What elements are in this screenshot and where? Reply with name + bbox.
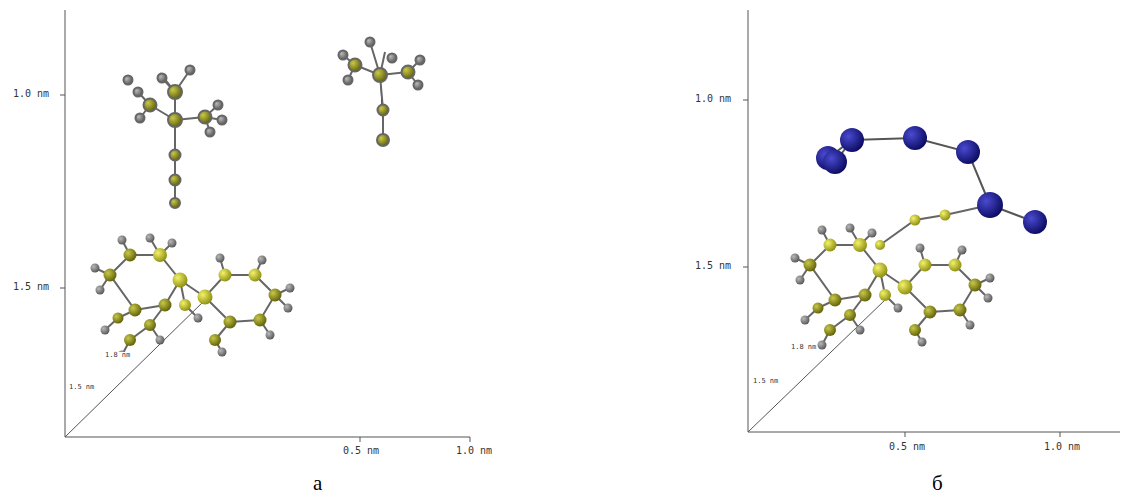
blue-chain [816,126,1047,234]
axis-label: 1.5 nm [752,378,779,386]
panel-letter: а [312,472,323,495]
axis-label: 1.8 nm [104,352,131,360]
molecule [795,205,990,345]
molecule [124,66,227,209]
axis-label: 1.5 nm [694,260,732,271]
axis-label: 1.0 nm [1043,441,1081,452]
axis-label: 1.0 nm [455,445,493,456]
axis-label: 1.0 nm [12,88,50,99]
axis-label: 0.5 nm [888,441,926,452]
panel-letter: б [931,472,944,495]
axis-label: 1.8 nm [790,344,817,352]
molecule [95,238,290,355]
molecule [339,38,425,147]
atoms [91,234,295,360]
axis-label: 1.0 nm [694,93,732,104]
axis-label: 1.5 nm [68,384,95,392]
atoms [791,210,995,350]
axis-label: 0.5 nm [342,445,380,456]
axis-label: 1.5 nm [12,281,50,292]
axes [60,10,1120,442]
